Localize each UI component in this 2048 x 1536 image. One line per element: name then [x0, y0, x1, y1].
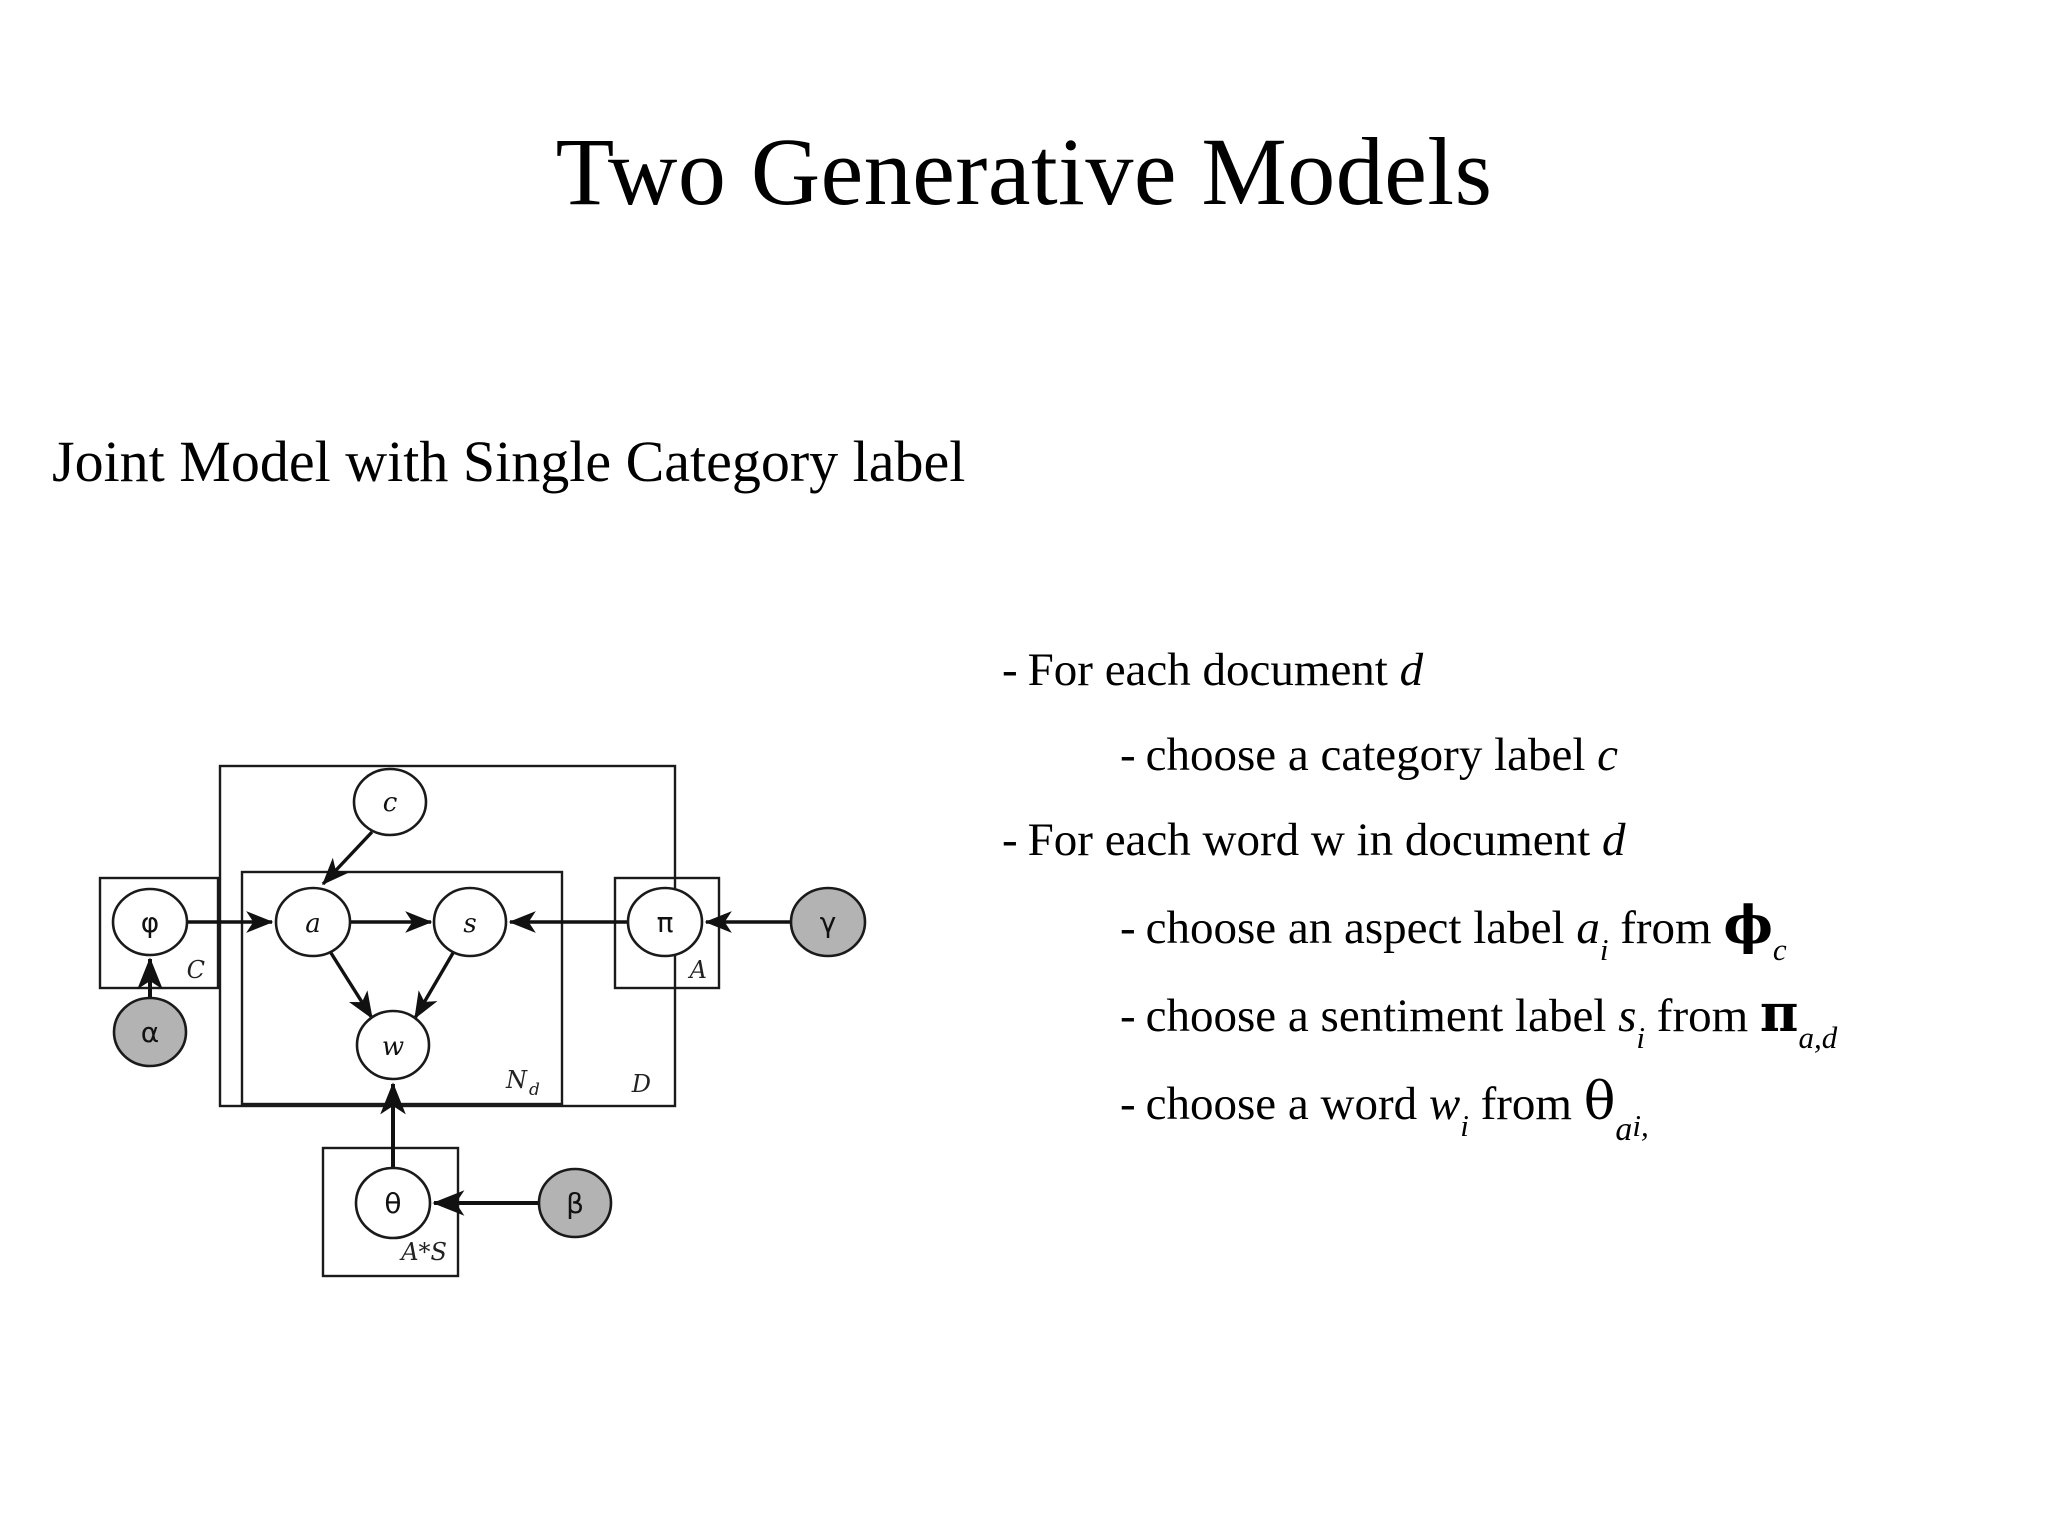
story-line-for-each-word: -For each word w in document d — [1002, 798, 2012, 883]
story-text: choose a sentiment label — [1145, 990, 1607, 1042]
node-c-label: c — [383, 788, 398, 818]
story-distribution-subscript-2: i, — [1632, 1108, 1649, 1144]
node-phi[interactable] — [111, 887, 189, 957]
story-text: choose an aspect label — [1145, 902, 1565, 954]
story-line-choose-aspect-label: -choose an aspect label ai from ϕc — [1002, 883, 2012, 971]
node-s[interactable] — [432, 886, 508, 958]
generative-story: -For each document d -choose a category … — [1002, 628, 2012, 1147]
node-c[interactable] — [352, 767, 428, 837]
node-theta[interactable] — [354, 1166, 432, 1240]
story-from-word: from — [1480, 1078, 1572, 1130]
node-beta-label: β — [566, 1187, 584, 1220]
story-distribution-subscript: a — [1615, 1110, 1633, 1148]
node-a[interactable] — [274, 886, 352, 958]
story-line-choose-category-label: -choose a category label c — [1002, 713, 2012, 798]
bullet-dash: - — [1002, 644, 1018, 696]
bullet-dash: - — [1120, 729, 1136, 781]
bullet-dash: - — [1120, 1078, 1136, 1130]
plate-AS-label: A*S — [399, 1238, 447, 1266]
story-from-word: from — [1656, 990, 1749, 1042]
plate-C-label: C — [187, 956, 205, 984]
node-pi-label: π — [657, 906, 674, 939]
plate-diagram: D N d C A A*S — [55, 620, 975, 1340]
plate-D-label: D — [631, 1070, 651, 1098]
node-beta[interactable] — [537, 1167, 613, 1239]
edge-a-to-w — [329, 952, 374, 1020]
bullet-dash: - — [1120, 990, 1136, 1042]
node-pi[interactable] — [626, 886, 704, 958]
plate-Nd-label: N — [505, 1066, 528, 1094]
story-line-for-each-document: -For each document d — [1002, 628, 2012, 713]
slide-subtitle: Joint Model with Single Category label — [52, 429, 966, 494]
plate-Nd-label-subscript: d — [529, 1080, 540, 1100]
node-s-label: s — [463, 909, 476, 939]
story-text: For each document — [1027, 644, 1388, 696]
story-math-subscript: i — [1599, 932, 1609, 968]
story-distribution-symbol: θ — [1583, 1071, 1616, 1132]
edge-s-to-w — [413, 952, 455, 1020]
story-from-word: from — [1620, 902, 1712, 954]
node-alpha[interactable] — [112, 996, 188, 1068]
plate-A-label: A — [688, 956, 707, 984]
story-text: choose a category label — [1145, 729, 1586, 781]
story-math-subscript: i — [1636, 1020, 1646, 1056]
story-math-var: c — [1597, 729, 1619, 781]
node-theta-label: θ — [384, 1187, 401, 1220]
story-distribution-symbol: π — [1759, 983, 1799, 1044]
story-math-var: s — [1618, 990, 1637, 1042]
node-gamma-label: γ — [820, 906, 837, 939]
node-phi-label: φ — [141, 906, 159, 939]
story-math-var: a — [1576, 902, 1600, 954]
plate-A-box — [613, 876, 721, 990]
story-math-var: w — [1428, 1078, 1461, 1130]
node-a-label: a — [305, 909, 321, 939]
page-title: Two Generative Models — [555, 118, 1493, 225]
story-math-var: d — [1601, 814, 1626, 866]
node-gamma[interactable] — [789, 886, 867, 958]
story-math-var: d — [1399, 644, 1424, 696]
node-w-label: w — [382, 1032, 404, 1062]
story-line-choose-sentiment-label: -choose a sentiment label si from πa,d — [1002, 971, 2012, 1059]
story-math-subscript: i — [1460, 1108, 1469, 1144]
edge-c-to-a — [321, 830, 374, 886]
bullet-dash: - — [1002, 814, 1018, 866]
node-w[interactable] — [355, 1009, 431, 1081]
story-distribution-symbol: ϕ — [1723, 895, 1773, 956]
story-text: For each word w in document — [1027, 814, 1591, 866]
story-text: choose a word — [1145, 1078, 1418, 1130]
story-distribution-subscript: c — [1772, 932, 1787, 968]
node-alpha-label: α — [141, 1016, 159, 1049]
bullet-dash: - — [1120, 902, 1136, 954]
story-distribution-subscript: a,d — [1798, 1020, 1838, 1056]
story-line-choose-word: -choose a word wi from θai, — [1002, 1059, 2012, 1147]
